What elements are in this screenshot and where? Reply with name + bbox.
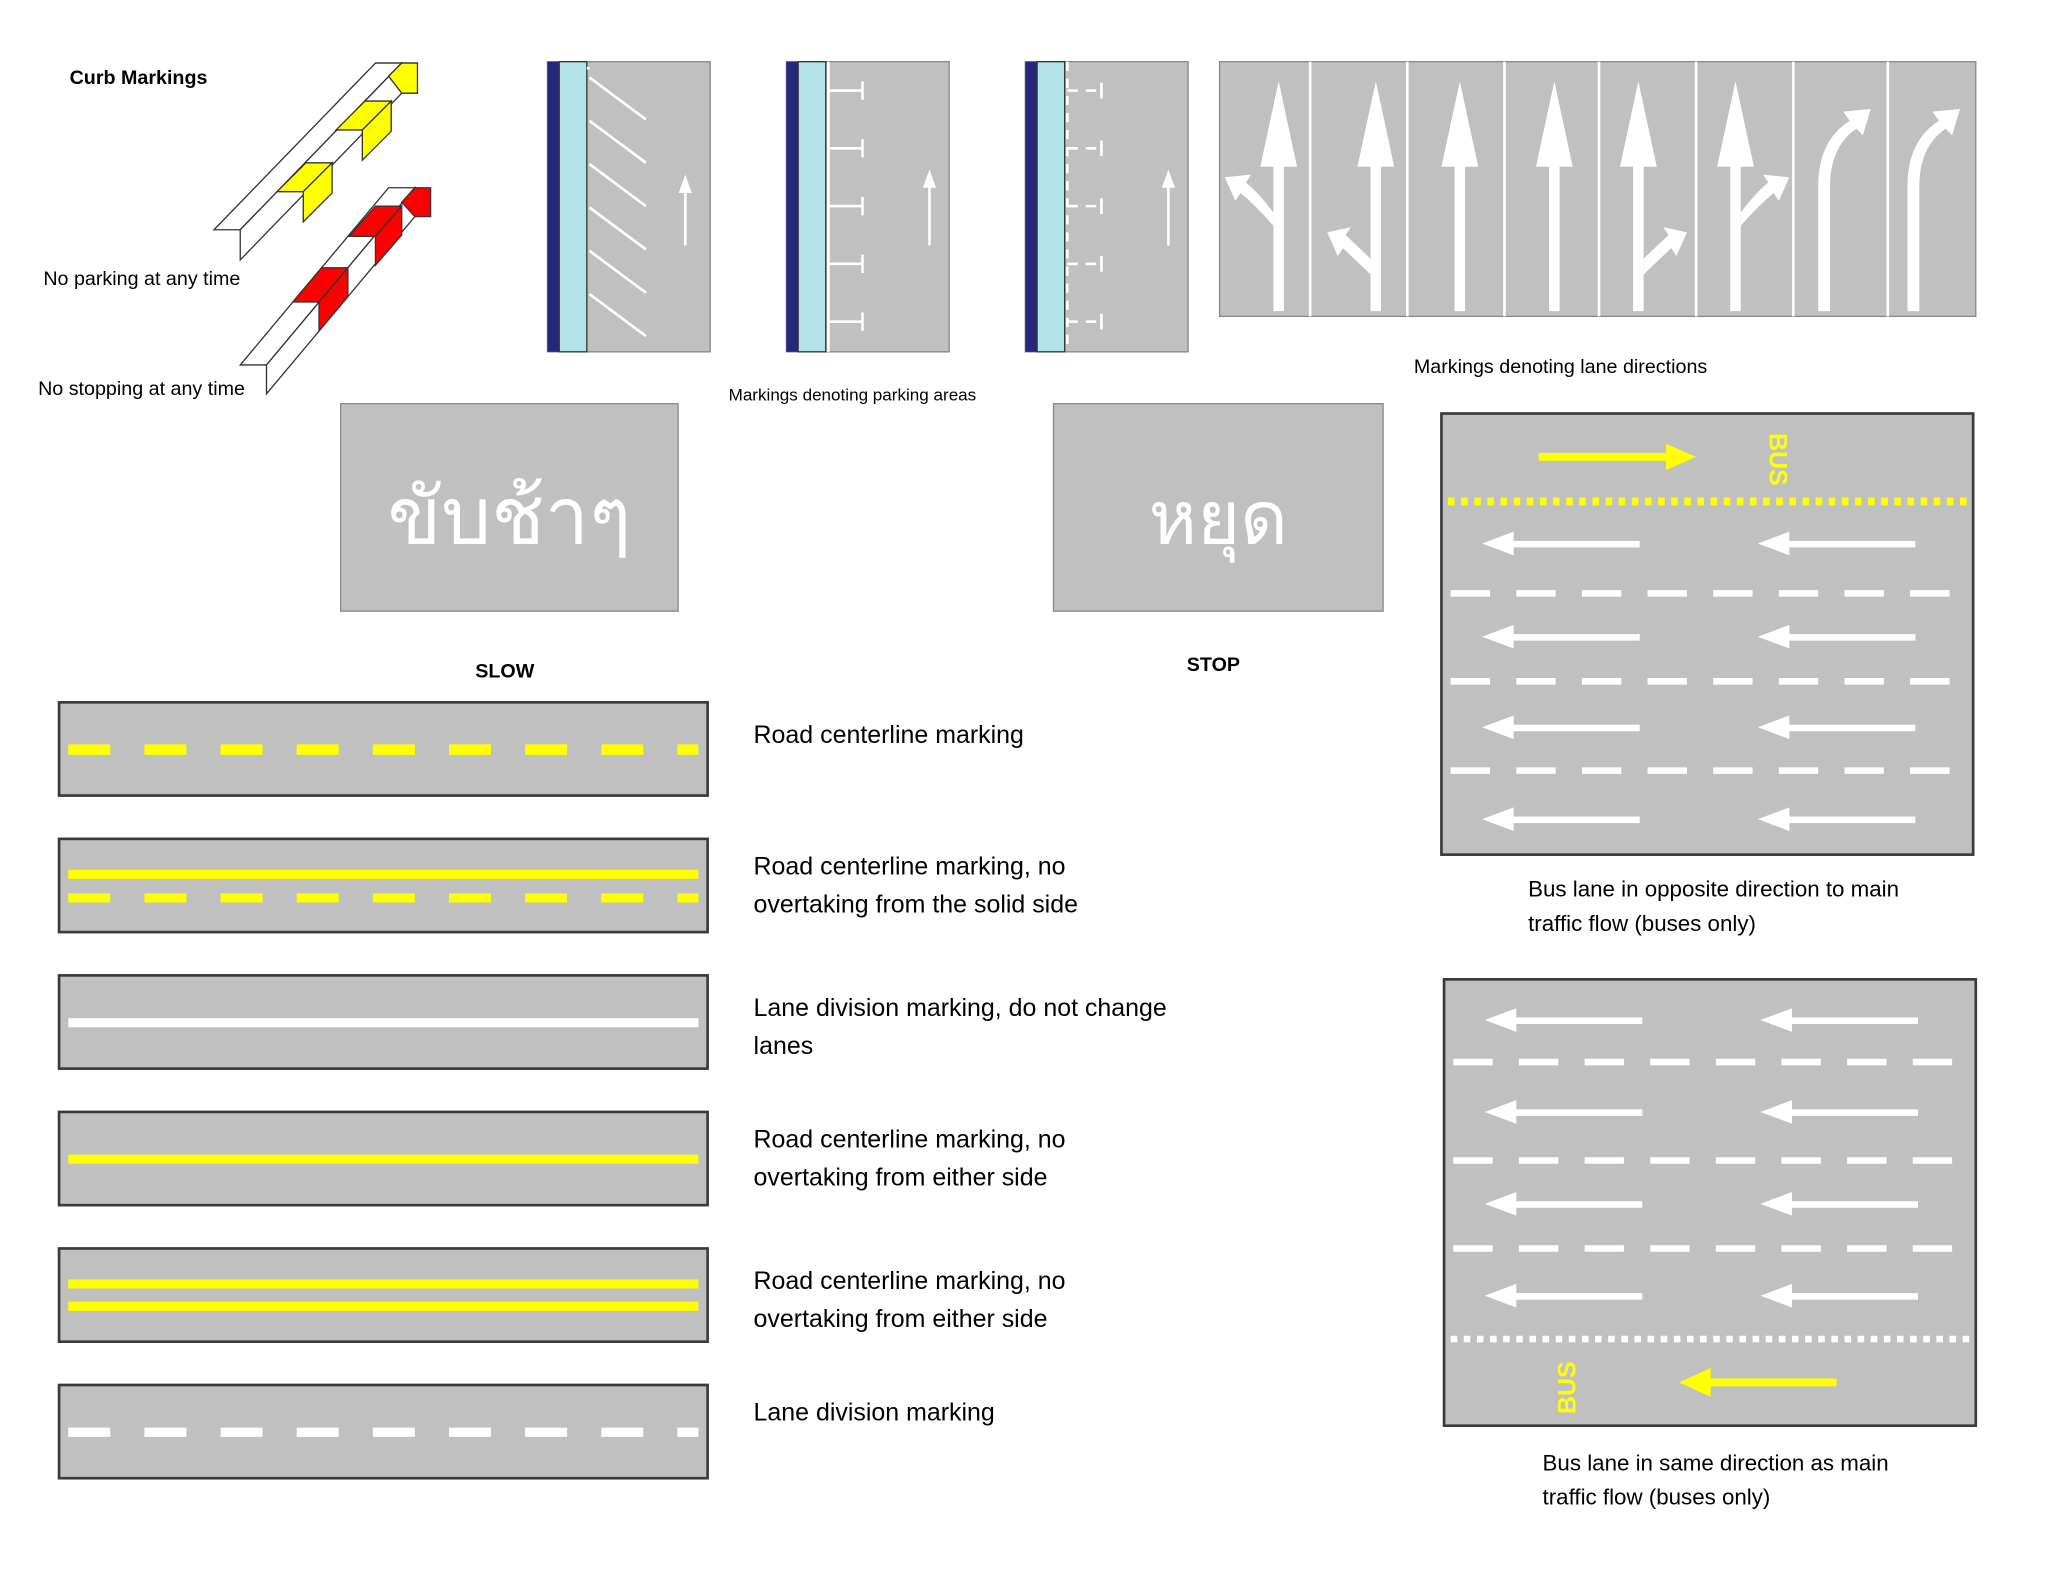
lane-directions-caption: Markings denoting lane directions: [1413, 355, 1708, 379]
no-parking-label: No parking at any time: [43, 267, 241, 291]
stop-thai-text: หยุด: [1148, 476, 1288, 562]
road-centerline-double-solid: [57, 1247, 709, 1343]
road-line-caption-2: Road centerline marking, no overtaking f…: [753, 853, 1078, 919]
parking-caption: Markings denoting parking areas: [728, 384, 977, 405]
road-line-caption-1: Road centerline marking: [753, 722, 1024, 750]
stop-marking-panel: หยุด: [1052, 403, 1384, 612]
bus-lane-opposite-caption: Bus lane in opposite direction to main t…: [1528, 876, 1900, 937]
bus-text-same: BUS: [1554, 1361, 1582, 1414]
lane-direction-arrows: [1218, 61, 1977, 318]
road-centerline-single-solid: [57, 1110, 709, 1207]
no-stopping-label: No stopping at any time: [38, 378, 245, 401]
slow-label: SLOW: [475, 660, 535, 683]
road-line-caption-3: Lane division marking, do not change lan…: [753, 995, 1167, 1061]
curb-markings-title: Curb Markings: [69, 66, 208, 90]
bus-lane-same: BUS: [1442, 978, 1978, 1428]
road-line-caption-4: Road centerline marking, no overtaking f…: [753, 1126, 1066, 1193]
road-centerline-dashed: [57, 701, 709, 797]
bus-lane-same-caption: Bus lane in same direction as main traff…: [1542, 1450, 1889, 1510]
parking-short-term: [1024, 61, 1189, 353]
parking-diagonal: [546, 61, 711, 353]
lane-division-solid-white: [57, 974, 709, 1070]
slow-marking-panel: ขับช้าๆ: [340, 403, 679, 612]
road-line-caption-5: Road centerline marking, no overtaking f…: [753, 1268, 1066, 1334]
bus-text-opposite: BUS: [1763, 433, 1791, 486]
parking-parallel: [785, 61, 950, 353]
road-line-caption-6: Lane division marking: [753, 1399, 995, 1428]
lane-division-dashed-white: [57, 1383, 709, 1480]
bus-lane-opposite: BUS: [1440, 412, 1975, 856]
slow-thai-text: ขับช้าๆ: [387, 471, 632, 564]
curb-yellow-white: [212, 61, 432, 396]
stop-label: STOP: [1186, 653, 1241, 677]
road-centerline-solid-dashed: [57, 837, 709, 934]
